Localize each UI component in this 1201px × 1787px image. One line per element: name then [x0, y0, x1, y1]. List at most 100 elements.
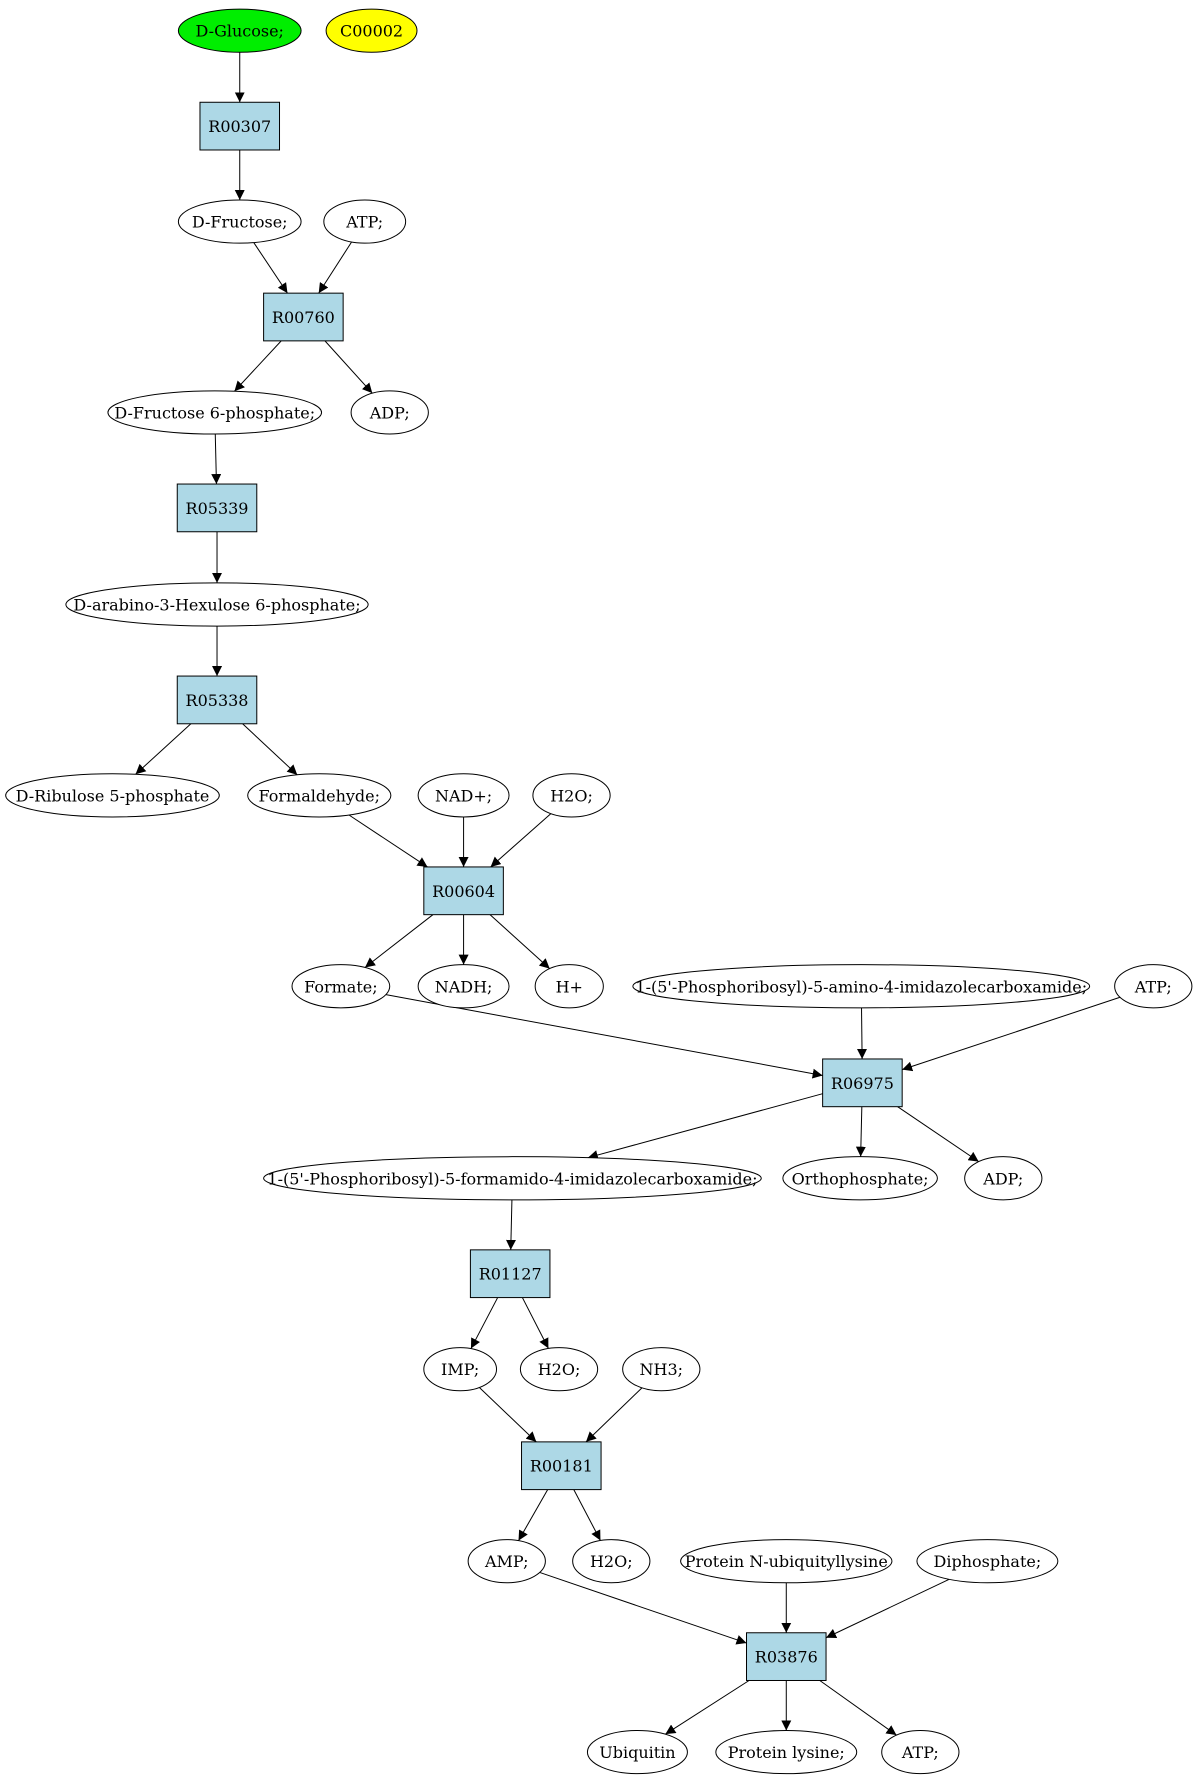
edge-formaldehyde-to-R00604: [348, 814, 428, 868]
edge-R00760-to-f6p: [234, 340, 282, 392]
reaction-node-R00307[interactable]: R00307: [199, 101, 281, 151]
compound-node-nh3[interactable]: NH3;: [622, 1347, 701, 1392]
compound-node-c00002[interactable]: C00002: [325, 8, 418, 53]
compound-node-ubiquitin[interactable]: Ubiquitin: [586, 1729, 688, 1775]
compound-ellipse: [417, 964, 510, 1009]
compound-node-fructose[interactable]: D-Fructose;: [177, 199, 302, 244]
edge-R05338-to-ribulose: [135, 723, 192, 775]
edge-R06975-to-orthophosphate: [855, 1106, 866, 1157]
reaction-node-R00760[interactable]: R00760: [263, 292, 344, 342]
edge-amp-to-R03876: [539, 1571, 747, 1645]
node-label: H2O;: [590, 1552, 633, 1571]
compound-ellipse: [586, 1729, 688, 1775]
node-label: Protein lysine;: [728, 1743, 845, 1762]
edge-R03876-to-atp3: [819, 1680, 897, 1736]
node-label: R01127: [479, 1265, 542, 1284]
compound-ellipse: [519, 1347, 599, 1392]
compound-ellipse: [680, 1539, 893, 1584]
compound-node-nadh[interactable]: NADH;: [417, 964, 510, 1009]
reaction-node-R00604[interactable]: R00604: [423, 866, 504, 916]
reaction-node-R05338[interactable]: R05338: [176, 675, 258, 725]
compound-ellipse: [107, 390, 323, 435]
node-label: ATP;: [1134, 977, 1172, 996]
compound-node-pnub[interactable]: Protein N-ubiquityllysine: [680, 1539, 893, 1584]
node-label: ADP;: [369, 403, 410, 422]
compound-node-f6p[interactable]: D-Fructose 6-phosphate;: [107, 390, 323, 435]
node-label: C00002: [340, 22, 403, 41]
compound-node-nadplus[interactable]: NAD+;: [417, 773, 510, 818]
reaction-node-R00181[interactable]: R00181: [521, 1441, 602, 1491]
edge-R01127-to-imp: [470, 1297, 499, 1349]
compound-ellipse: [964, 1156, 1043, 1201]
compound-ellipse: [177, 199, 302, 244]
compound-node-ribulose[interactable]: D-Ribulose 5-phosphate: [5, 773, 220, 818]
compound-node-orthophosphate[interactable]: Orthophosphate;: [782, 1156, 938, 1201]
node-label: R00181: [530, 1457, 593, 1476]
compound-ellipse: [715, 1729, 858, 1775]
reaction-box: [746, 1632, 827, 1681]
compound-ellipse: [417, 773, 510, 818]
compound-ellipse: [532, 773, 611, 818]
node-label: Protein N-ubiquityllysine: [685, 1552, 888, 1571]
compound-node-atp2[interactable]: ATP;: [1114, 964, 1193, 1009]
compound-node-formaldehyde[interactable]: Formaldehyde;: [247, 773, 392, 818]
node-label: R06975: [831, 1074, 894, 1093]
compound-node-amp[interactable]: AMP;: [467, 1539, 546, 1584]
compound-node-plysine[interactable]: Protein lysine;: [715, 1729, 858, 1775]
edge-R00604-to-hplus: [489, 914, 551, 969]
edge-R00181-to-amp: [518, 1489, 549, 1541]
edge-R00181-to-h2o3: [573, 1489, 601, 1541]
compound-ellipse: [534, 964, 604, 1009]
reaction-box: [469, 1249, 551, 1299]
compound-node-imp[interactable]: IMP;: [423, 1347, 498, 1392]
node-label: Orthophosphate;: [792, 1169, 929, 1188]
edge-atp2-to-R06975: [902, 996, 1121, 1072]
node-label: R00307: [208, 117, 271, 136]
reaction-box: [521, 1441, 602, 1491]
compound-node-h2o2[interactable]: H2O;: [519, 1347, 599, 1392]
compound-node-diphosphate[interactable]: Diphosphate;: [916, 1539, 1059, 1584]
node-label: Formate;: [304, 977, 378, 996]
node-label: H+: [556, 977, 583, 996]
node-label: R03876: [755, 1648, 818, 1667]
compound-ellipse: [632, 964, 1091, 1009]
edge-nh3-to-R00181: [585, 1387, 643, 1443]
compound-node-formate[interactable]: Formate;: [291, 964, 391, 1009]
compound-node-glucose[interactable]: D-Glucose;: [177, 8, 302, 53]
compound-ellipse: [1114, 964, 1193, 1009]
node-label: IMP;: [441, 1360, 479, 1379]
compound-ellipse: [5, 773, 220, 818]
compound-node-hplus[interactable]: H+: [534, 964, 604, 1009]
node-label: R05338: [186, 691, 249, 710]
compound-node-atp3[interactable]: ATP;: [881, 1729, 960, 1775]
compound-ellipse: [323, 199, 407, 244]
reaction-box: [822, 1058, 903, 1108]
edge-h2o1-to-R00604: [490, 813, 552, 868]
compound-ellipse: [782, 1156, 938, 1201]
reaction-node-R01127[interactable]: R01127: [469, 1249, 551, 1299]
compound-node-h2o3[interactable]: H2O;: [572, 1539, 651, 1584]
reaction-box: [199, 101, 281, 151]
compound-node-aicar[interactable]: 1-(5'-Phosphoribosyl)-5-amino-4-imidazol…: [632, 964, 1091, 1009]
node-label: H2O;: [550, 786, 593, 805]
compound-node-adp2[interactable]: ADP;: [964, 1156, 1043, 1201]
reaction-node-R03876[interactable]: R03876: [746, 1632, 827, 1681]
compound-ellipse: [350, 390, 429, 435]
compound-node-adp1[interactable]: ADP;: [350, 390, 429, 435]
edge-R05338-to-formaldehyde: [242, 723, 298, 776]
edge-diphosphate-to-R03876: [825, 1578, 950, 1639]
node-label: ATP;: [345, 213, 383, 232]
compound-node-faicar[interactable]: 1-(5'-Phosphoribosyl)-5-formamido-4-imid…: [263, 1156, 762, 1201]
node-label: NADH;: [435, 977, 493, 996]
node-label: D-arabino-3-Hexulose 6-phosphate;: [73, 595, 360, 614]
compound-ellipse: [572, 1539, 651, 1584]
reaction-node-R06975[interactable]: R06975: [822, 1058, 903, 1108]
reaction-node-R05339[interactable]: R05339: [176, 483, 258, 533]
edges-layer: [135, 52, 1121, 1736]
edge-aicar-to-R06975: [857, 1007, 868, 1059]
node-label: D-Ribulose 5-phosphate: [16, 786, 210, 805]
compound-node-hexulose[interactable]: D-arabino-3-Hexulose 6-phosphate;: [65, 582, 369, 627]
compound-node-atp1[interactable]: ATP;: [323, 199, 407, 244]
compound-node-h2o1[interactable]: H2O;: [532, 773, 611, 818]
